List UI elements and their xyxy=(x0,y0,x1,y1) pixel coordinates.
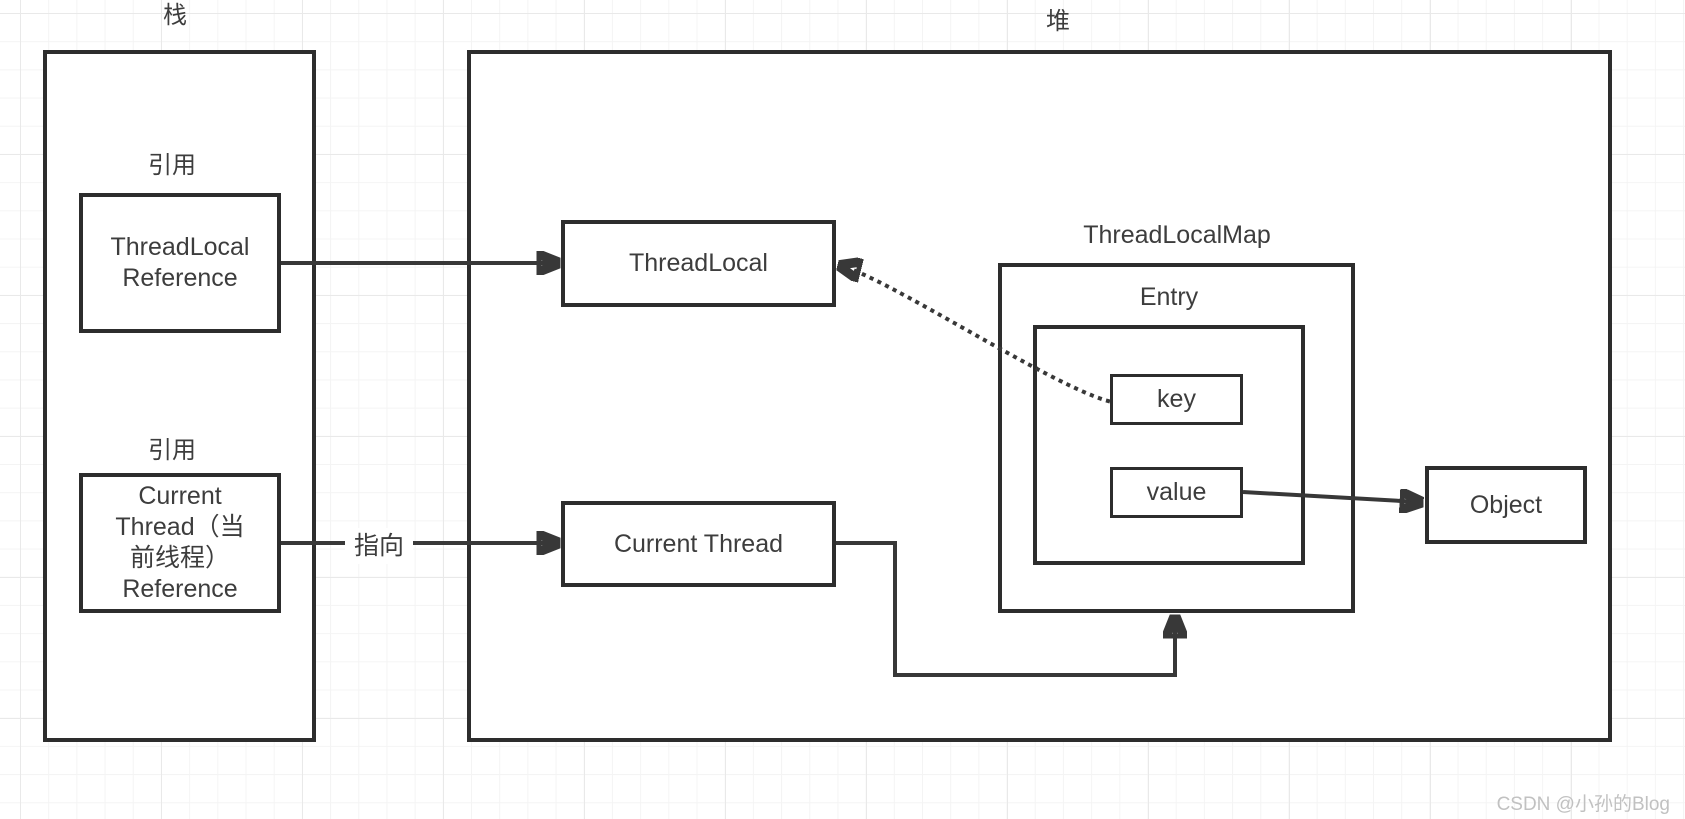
reference-label-top: 引用 xyxy=(148,152,196,179)
object-node: Object xyxy=(1425,466,1587,544)
watermark: CSDN @小孙的Blog xyxy=(1496,794,1670,815)
threadlocal-node: ThreadLocal xyxy=(561,220,836,307)
key-node: key xyxy=(1110,374,1243,425)
stack-title: 栈 xyxy=(163,2,187,29)
stack-region-box xyxy=(43,50,316,742)
current-thread-node: Current Thread xyxy=(561,501,836,587)
reference-label-bottom: 引用 xyxy=(148,437,196,464)
threadlocalmap-title: ThreadLocalMap xyxy=(1083,221,1271,249)
points-to-edge-label: 指向 xyxy=(345,528,413,564)
current-thread-reference-node: Current Thread（当 前线程） Reference xyxy=(79,473,281,613)
heap-title: 堆 xyxy=(1046,8,1070,35)
entry-box xyxy=(1033,325,1305,565)
entry-title: Entry xyxy=(1139,283,1199,311)
value-node: value xyxy=(1110,467,1243,518)
threadlocal-reference-node: ThreadLocal Reference xyxy=(79,193,281,333)
